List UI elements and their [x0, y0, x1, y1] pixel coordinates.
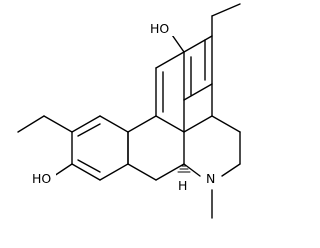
atom-labels: HO HO N H	[30, 20, 221, 193]
bond-a1	[183, 35, 213, 53]
bond-d2	[71, 115, 101, 133]
bond-c8	[155, 163, 185, 181]
bond-d1	[99, 115, 129, 133]
bond-d2-inner	[77, 123, 101, 137]
bond-oh-bottom	[53, 163, 73, 177]
label-bg-n	[203, 170, 221, 186]
oh-bottom-label: HO	[32, 171, 51, 186]
molecule-structure-diagram: HO HO N H	[17, 3, 241, 219]
bond-ome-left-o	[43, 115, 73, 133]
n-ring-bonds	[183, 115, 241, 219]
bond-n1	[211, 115, 241, 133]
bond-ome-left-me	[17, 115, 45, 133]
oh-top-label: HO	[150, 21, 169, 36]
n-label: N	[206, 171, 215, 186]
bond-n3	[221, 163, 241, 177]
substituent-bonds	[17, 3, 241, 177]
stereo-hash-bond	[177, 165, 191, 173]
bond-c3	[155, 115, 185, 133]
bond-c1	[155, 51, 185, 69]
ring-a-bonds	[183, 35, 213, 101]
bond-c5	[183, 115, 213, 133]
bond-d4	[71, 163, 101, 181]
bond-d5	[99, 163, 129, 181]
label-bg-oh-top	[148, 20, 174, 36]
bond-n4	[183, 163, 201, 177]
bond-d4-inner	[77, 159, 101, 173]
core-bonds	[127, 51, 213, 181]
bond-c11	[127, 115, 157, 133]
ring-d-bonds	[71, 115, 129, 181]
bond-a3	[183, 83, 213, 101]
label-bg-oh-bottom	[30, 170, 56, 186]
h-stereo-label: H	[178, 178, 187, 193]
bond-c9	[127, 163, 157, 181]
bond-ome-top-me	[211, 3, 241, 17]
